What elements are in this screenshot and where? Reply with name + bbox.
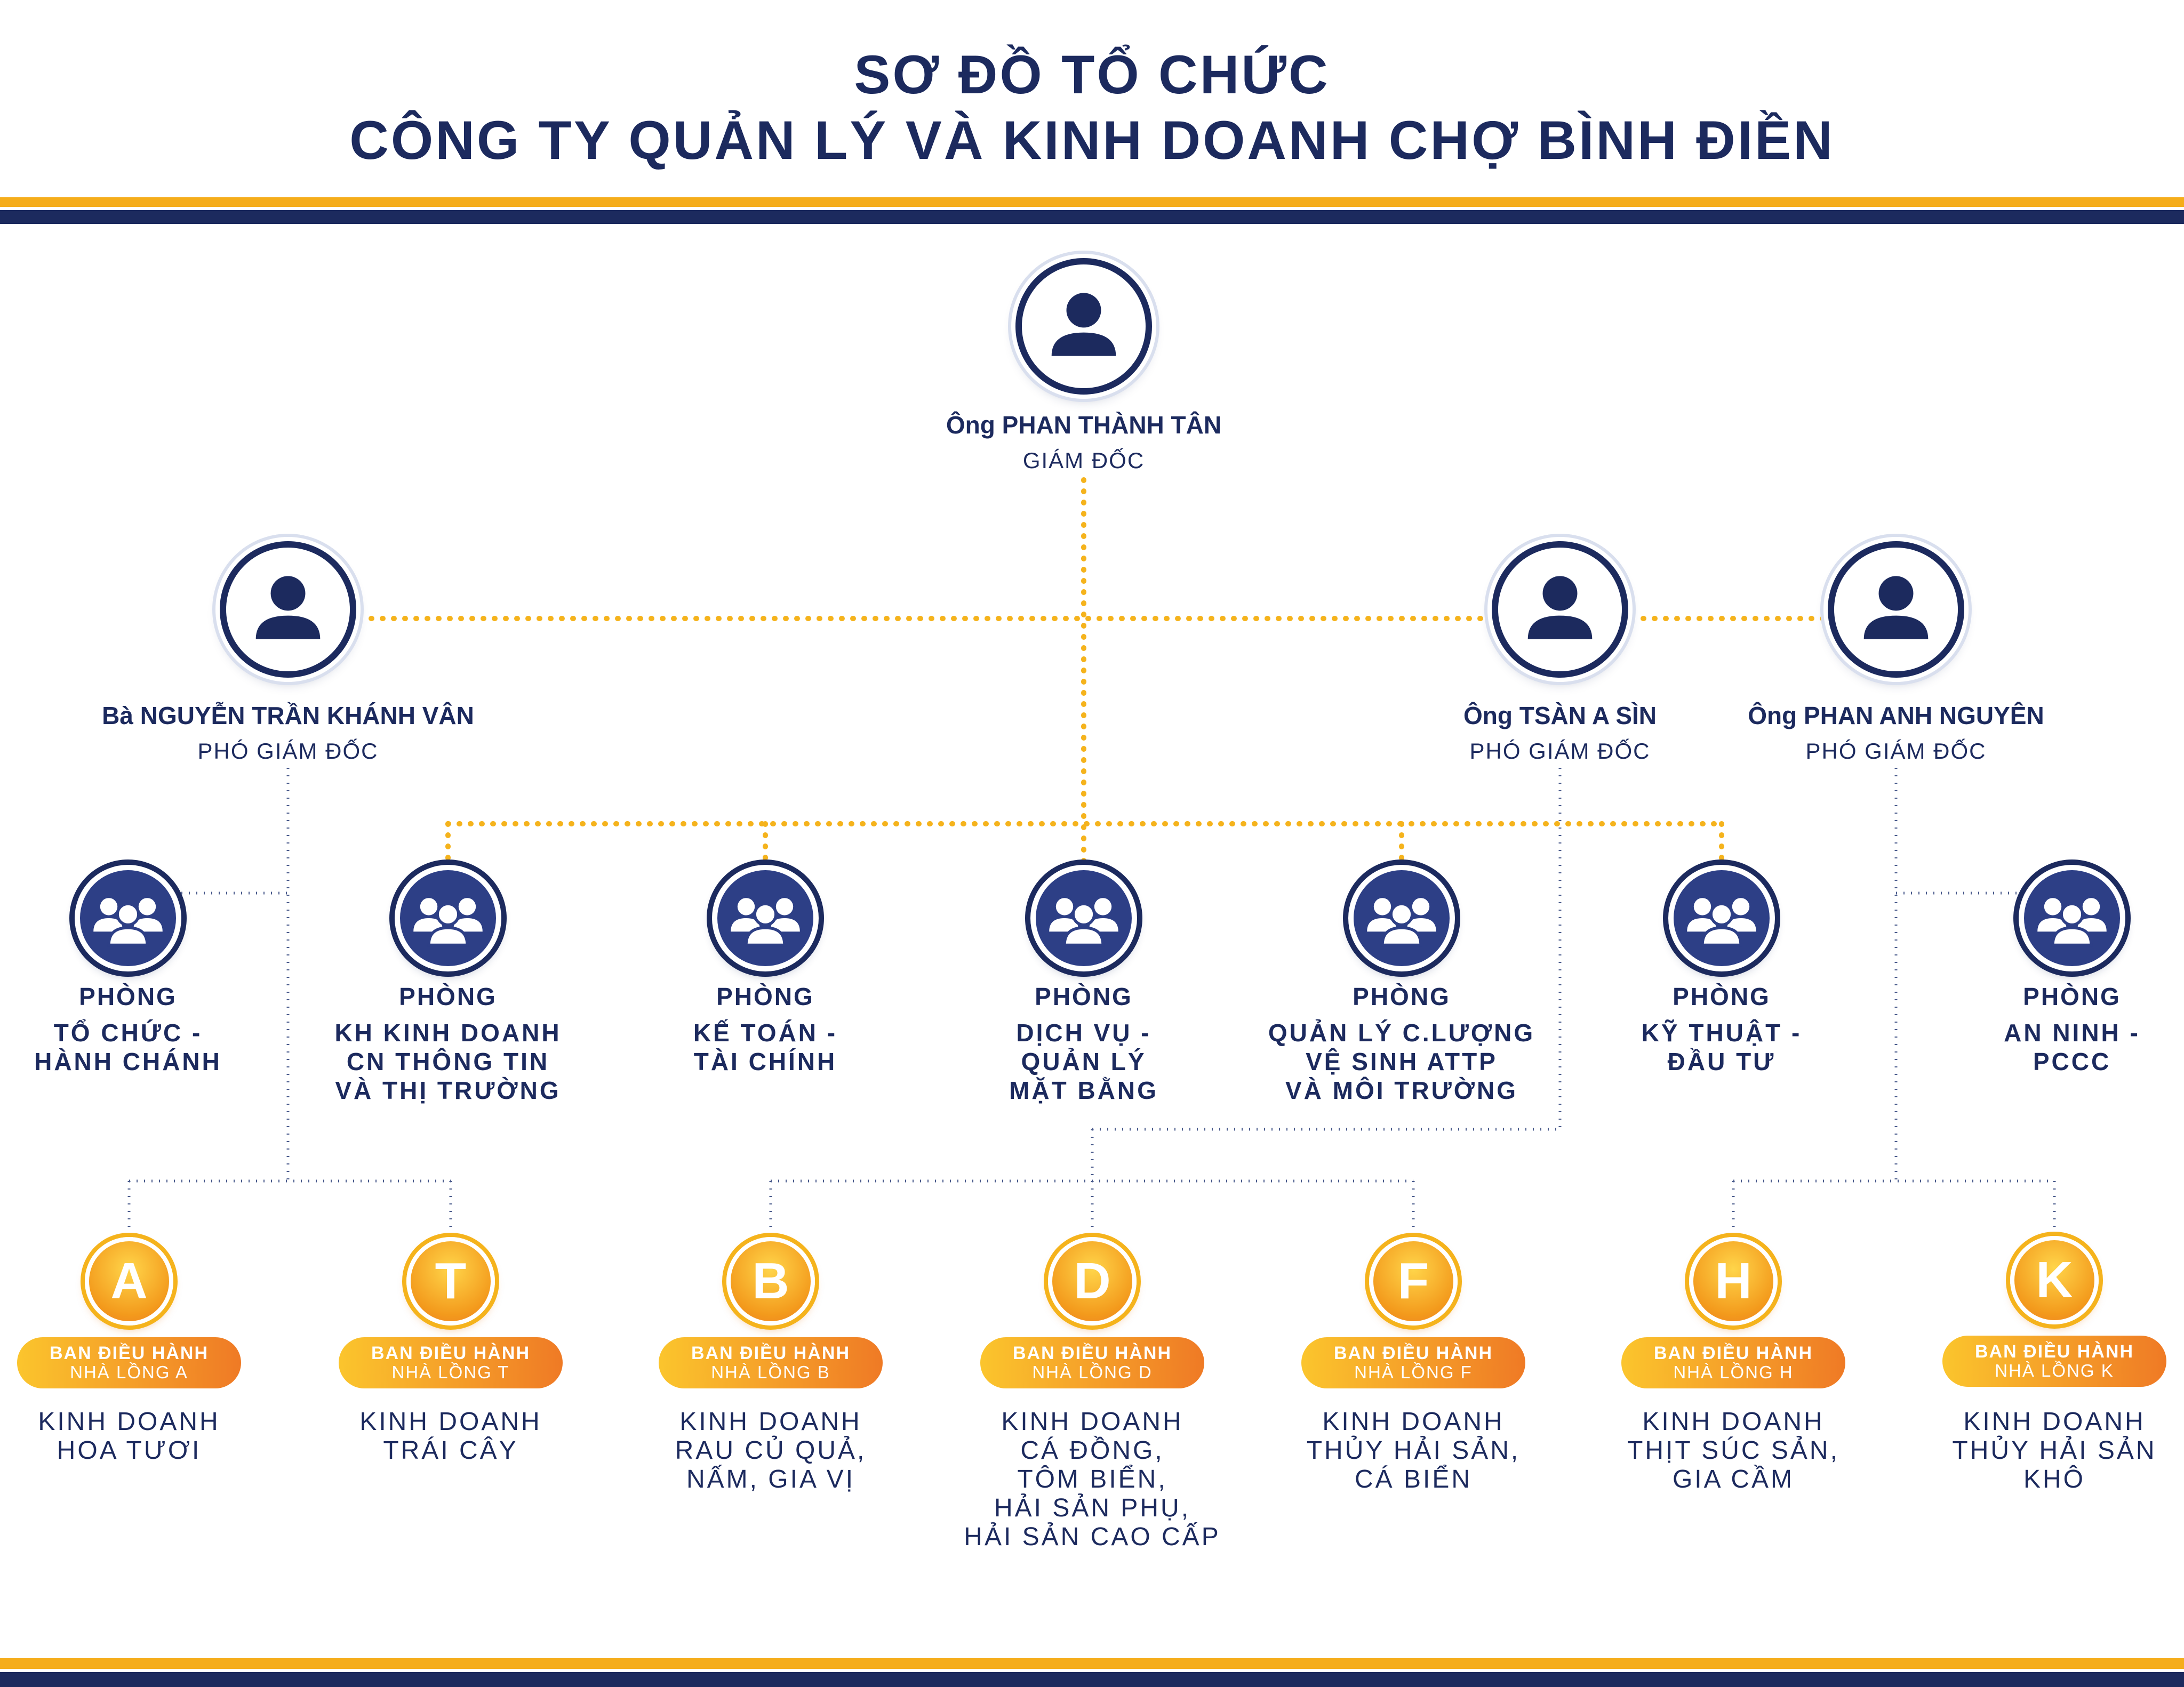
- deputy-2-avatar: [1492, 541, 1628, 678]
- group-icon: [731, 898, 800, 947]
- deputy-1-role: PHÓ GIÁM ĐỐC: [197, 738, 379, 764]
- header-divider-gold: [0, 197, 2184, 207]
- group-icon: [1687, 898, 1756, 947]
- department-2-name: KH KINH DOANH CN THÔNG TIN VÀ THỊ TRƯỜNG: [334, 1019, 562, 1104]
- hall-h-badge: BAN ĐIỀU HÀNH NHÀ LỒNG H: [1621, 1337, 1845, 1388]
- person-icon: [1863, 576, 1929, 639]
- department-4-heading: PHÒNG: [1035, 983, 1133, 1010]
- department-3-name: KẾ TOÁN - TÀI CHÍNH: [693, 1019, 838, 1075]
- chart-title-line-2: CÔNG TY QUẢN LÝ VÀ KINH DOANH CHỢ BÌNH Đ…: [349, 110, 1835, 171]
- hall-t-letter: T: [406, 1237, 495, 1326]
- group-icon: [2037, 898, 2107, 947]
- director-role: GIÁM ĐỐC: [1022, 448, 1145, 473]
- deputy-2-role: PHÓ GIÁM ĐỐC: [1469, 738, 1651, 764]
- deputy-2-name: Ông TSÀN A SÌN: [1463, 702, 1657, 729]
- department-6-name: KỸ THUẬT - ĐẦU TƯ: [1641, 1019, 1802, 1075]
- department-4-name: DỊCH VỤ - QUẢN LÝ MẶT BẰNG: [1009, 1019, 1158, 1104]
- deputy-3-avatar: [1828, 541, 1964, 678]
- hall-a-badge: BAN ĐIỀU HÀNH NHÀ LỒNG A: [17, 1337, 241, 1388]
- department-2-heading: PHÒNG: [399, 983, 497, 1010]
- group-icon: [1049, 898, 1118, 947]
- hall-f-letter: F: [1369, 1237, 1458, 1326]
- department-7-name: AN NINH - PCCC: [2004, 1019, 2140, 1075]
- hall-d-business: KINH DOANH CÁ ĐỒNG, TÔM BIỂN, HẢI SẢN PH…: [964, 1408, 1221, 1551]
- department-5-heading: PHÒNG: [1353, 983, 1451, 1010]
- hall-h-business: KINH DOANH THỊT SÚC SẢN, GIA CẦM: [1627, 1408, 1839, 1493]
- department-5-name: QUẢN LÝ C.LƯỢNG VỆ SINH ATTP VÀ MÔI TRƯỜ…: [1268, 1019, 1535, 1104]
- hall-k-business: KINH DOANH THỦY HẢI SẢN KHÔ: [1952, 1408, 2157, 1493]
- department-7-icon: [2019, 865, 2125, 971]
- department-5-icon: [1348, 865, 1455, 971]
- hall-f-badge: BAN ĐIỀU HÀNH NHÀ LỒNG F: [1301, 1337, 1525, 1388]
- header-divider-navy: [0, 210, 2184, 224]
- department-4-icon: [1030, 865, 1137, 971]
- hall-a-business: KINH DOANH HOA TƯƠI: [38, 1408, 220, 1465]
- deputy-1-name: Bà NGUYỄN TRẦN KHÁNH VÂN: [102, 702, 474, 729]
- deputy-1-avatar: [220, 541, 356, 678]
- department-1-heading: PHÒNG: [79, 983, 177, 1010]
- group-icon: [1367, 898, 1436, 947]
- group-icon: [413, 898, 483, 947]
- department-1-name: TỔ CHỨC - HÀNH CHÁNH: [34, 1019, 222, 1075]
- footer-divider-gold: [0, 1658, 2184, 1669]
- hall-k-letter: K: [2010, 1236, 2099, 1324]
- person-icon: [255, 576, 321, 639]
- person-icon: [1051, 293, 1116, 356]
- department-7-heading: PHÒNG: [2023, 983, 2121, 1010]
- department-6-icon: [1668, 865, 1775, 971]
- hall-b-badge: BAN ĐIỀU HÀNH NHÀ LỒNG B: [659, 1337, 883, 1388]
- hall-d-badge: BAN ĐIỀU HÀNH NHÀ LỒNG D: [980, 1337, 1204, 1388]
- gold-connectors: [357, 477, 1827, 869]
- hall-t-badge: BAN ĐIỀU HÀNH NHÀ LỒNG T: [339, 1337, 563, 1388]
- director-avatar: [1015, 258, 1152, 395]
- director-name: Ông PHAN THÀNH TÂN: [946, 411, 1222, 439]
- hall-b-business: KINH DOANH RAU CỦ QUẢ, NẤM, GIA VỊ: [675, 1408, 867, 1493]
- footer-divider-navy: [0, 1672, 2184, 1687]
- group-icon: [93, 898, 163, 947]
- department-1-icon: [75, 865, 181, 971]
- department-6-heading: PHÒNG: [1673, 983, 1771, 1010]
- hall-b-letter: B: [726, 1237, 815, 1326]
- hall-d-letter: D: [1048, 1237, 1137, 1326]
- deputy-3-role: PHÓ GIÁM ĐỐC: [1805, 738, 1987, 764]
- hall-h-letter: H: [1689, 1237, 1778, 1326]
- deputy-3-name: Ông PHAN ANH NGUYÊN: [1748, 702, 2044, 729]
- department-3-icon: [712, 865, 819, 971]
- hall-a-letter: A: [85, 1237, 173, 1326]
- hall-f-business: KINH DOANH THỦY HẢI SẢN, CÁ BIỂN: [1306, 1408, 1521, 1493]
- chart-title-line-1: SƠ ĐỒ TỔ CHỨC: [854, 44, 1330, 105]
- department-2-icon: [395, 865, 501, 971]
- department-3-heading: PHÒNG: [716, 983, 814, 1010]
- person-icon: [1527, 576, 1593, 639]
- navy-connectors: [127, 768, 2056, 1232]
- hall-t-business: KINH DOANH TRÁI CÂY: [359, 1408, 542, 1465]
- hall-k-badge: BAN ĐIỀU HÀNH NHÀ LỒNG K: [1942, 1336, 2166, 1387]
